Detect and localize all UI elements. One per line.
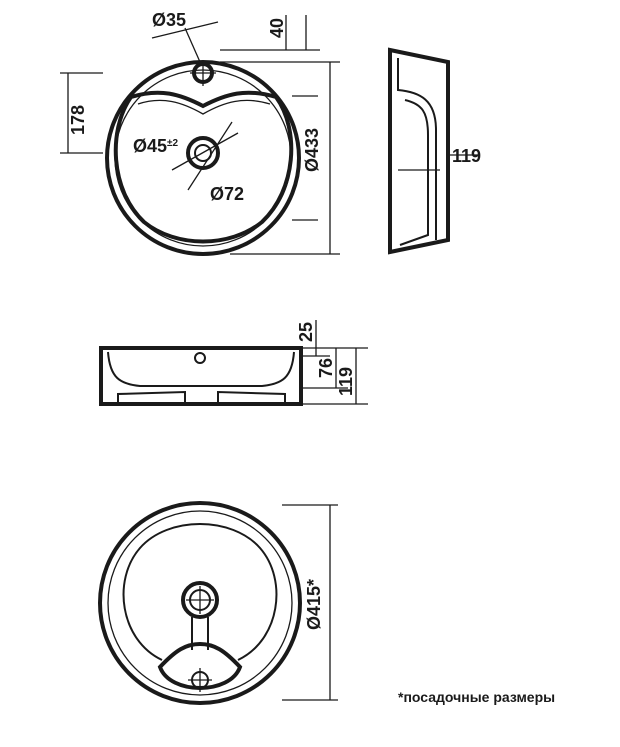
bottom-view-mid-rim	[107, 510, 293, 696]
side-view-inner-profile-2	[399, 99, 429, 246]
dim-d45-label: Ø45	[133, 136, 167, 156]
front-view-base-left	[117, 390, 186, 404]
front-view-outline	[99, 346, 303, 406]
top-view: Ø35 40 178 Ø45 ±2 Ø72 Ø433	[60, 10, 340, 256]
dim-d72-label: Ø72	[210, 184, 244, 204]
top-view-bowl-outline	[113, 90, 294, 244]
front-view-bowl	[107, 351, 295, 387]
dim-25-label: 25	[296, 322, 316, 342]
dim-40-label: 40	[267, 18, 287, 38]
bottom-view-outer-rim	[98, 501, 302, 705]
dim-d35-leader	[151, 21, 219, 39]
footnote-mounting-dimensions: *посадочные размеры	[398, 689, 555, 705]
dim-d35-arrow	[184, 27, 201, 63]
top-view-drain-inner	[194, 144, 212, 162]
bottom-view-drain-outer	[181, 581, 219, 619]
top-view-outer-rim	[105, 60, 301, 256]
top-view-drain-leader-a	[171, 132, 239, 171]
dim-119-front-label: 119	[336, 367, 356, 396]
side-view-outline	[388, 47, 450, 255]
side-view: 119	[388, 47, 481, 255]
top-view-bowl-inner-line	[137, 99, 271, 115]
bottom-view: Ø415*	[98, 501, 338, 705]
dim-d433-label: Ø433	[302, 128, 322, 172]
dim-119-side-label: 119	[452, 146, 481, 166]
front-view: 25 76 119	[99, 320, 368, 406]
bottom-view-tap-bump	[157, 641, 243, 690]
dim-d45-tolerance: ±2	[167, 138, 178, 149]
dim-d415-label: Ø415*	[304, 579, 324, 630]
top-view-drain-leader-b	[187, 121, 233, 191]
dim-d35-label: Ø35	[152, 10, 186, 30]
side-view-inner-profile	[397, 58, 437, 240]
front-view-base-right	[217, 390, 286, 404]
bottom-view-inner-ring	[122, 523, 278, 661]
dim-178-label: 178	[68, 105, 88, 135]
dim-76-label: 76	[316, 358, 336, 378]
front-view-overflow-hole	[194, 352, 206, 364]
